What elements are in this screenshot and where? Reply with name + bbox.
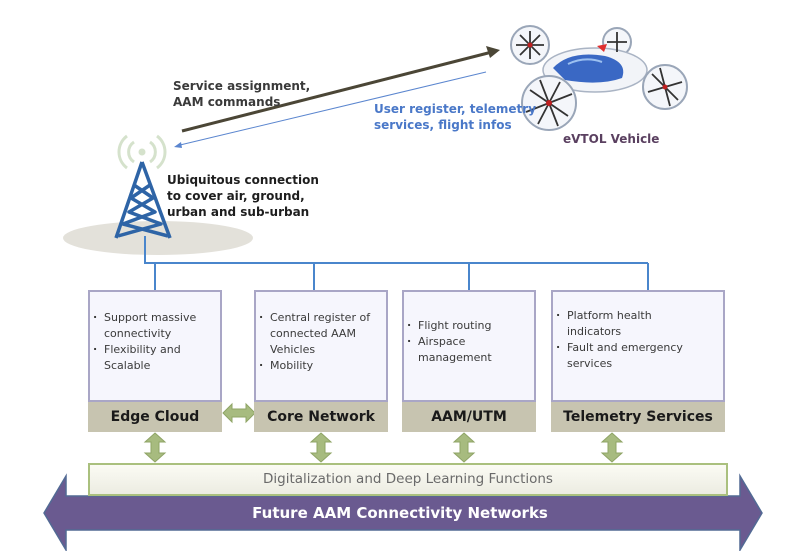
downlink-label-line: AAM commands bbox=[173, 95, 281, 109]
module-title-core-network: Core Network bbox=[254, 402, 388, 432]
network-bar-label: Future AAM Connectivity Networks bbox=[252, 504, 548, 522]
module-bullet: Fault and emergency services bbox=[553, 337, 707, 372]
vertical-double-arrow bbox=[143, 432, 167, 463]
vertical-double-arrow bbox=[452, 432, 476, 463]
tower-label: Ubiquitous connection to cover air, grou… bbox=[167, 172, 319, 220]
tower-label-line: urban and sub-urban bbox=[167, 205, 310, 219]
module-card-core-network: Central register of connected AAM Vehicl… bbox=[254, 290, 388, 402]
digital-layer-bar: Digitalization and Deep Learning Functio… bbox=[88, 463, 728, 496]
edge-core-double-arrow bbox=[222, 402, 256, 424]
vehicle-label: eVTOL Vehicle bbox=[563, 132, 660, 146]
uplink-arrow bbox=[174, 71, 487, 148]
uplink-label-line: User register, telemetry bbox=[374, 102, 537, 116]
module-bullet: Flexibility and Scalable bbox=[90, 339, 220, 374]
module-title-aam-utm: AAM/UTM bbox=[402, 402, 536, 432]
evtol-vehicle-icon bbox=[510, 25, 688, 131]
module-card-telemetry: Platform health indicators Fault and eme… bbox=[551, 290, 725, 402]
module-card-edge-cloud: Support massive connectivity Flexibility… bbox=[88, 290, 222, 402]
downlink-arrow bbox=[181, 46, 500, 133]
tower-label-line: to cover air, ground, bbox=[167, 189, 305, 203]
network-bar-arrow bbox=[43, 473, 763, 551]
module-title-edge-cloud: Edge Cloud bbox=[88, 402, 222, 432]
coverage-ellipse bbox=[63, 221, 253, 255]
uplink-label-line: services, flight infos bbox=[374, 118, 512, 132]
backhaul-lines bbox=[144, 236, 649, 290]
module-bullet: Airspace management bbox=[404, 331, 534, 366]
module-bullet: Mobility bbox=[256, 355, 386, 374]
downlink-label-line: Service assignment, bbox=[173, 79, 311, 93]
module-bullet: Flight routing bbox=[404, 315, 534, 334]
vertical-double-arrow bbox=[600, 432, 624, 463]
signal-waves-icon bbox=[117, 134, 167, 170]
tower-label-line: Ubiquitous connection bbox=[167, 173, 319, 187]
module-bullet: Platform health indicators bbox=[553, 305, 677, 340]
cell-tower-icon bbox=[114, 161, 172, 239]
module-bullet: Support massive connectivity bbox=[90, 307, 220, 342]
module-bullet: Central register of connected AAM Vehicl… bbox=[256, 307, 386, 358]
vertical-double-arrow bbox=[309, 432, 333, 463]
module-title-telemetry: Telemetry Services bbox=[551, 402, 725, 432]
uplink-label: User register, telemetry services, fligh… bbox=[374, 101, 536, 133]
module-card-aam-utm: Flight routing Airspace management bbox=[402, 290, 536, 402]
downlink-label: Service assignment, AAM commands bbox=[173, 78, 310, 110]
